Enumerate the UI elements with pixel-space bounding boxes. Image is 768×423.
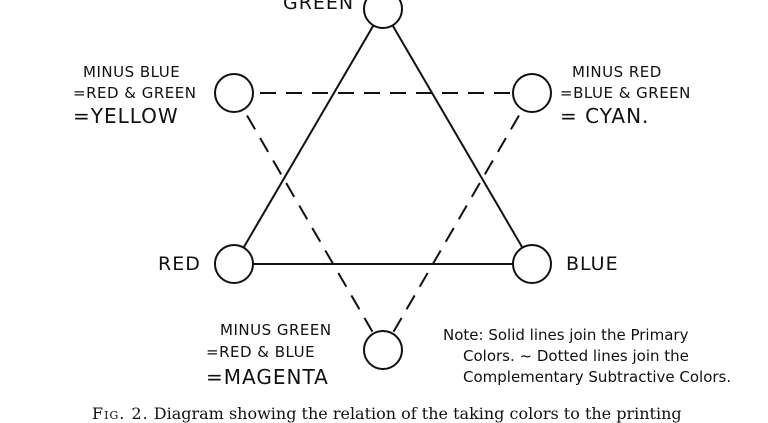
dashed-line-yellow-magenta xyxy=(233,92,384,351)
label-minus-red-eq: =BLUE & GREEN xyxy=(560,84,691,102)
node-minus-green-circle xyxy=(363,330,403,370)
label-yellow: =YELLOW xyxy=(73,104,179,128)
figure-number: Fig. 2. xyxy=(92,404,149,423)
label-cyan: = CYAN. xyxy=(560,104,650,128)
label-green: GREEN xyxy=(283,0,355,14)
figure-caption: Fig. 2. Diagram showing the relation of … xyxy=(92,404,682,423)
dashed-line-cyan-magenta xyxy=(382,92,533,351)
label-minus-green-eq: =RED & BLUE xyxy=(206,343,316,361)
solid-line-green-red xyxy=(233,8,384,265)
node-blue-circle xyxy=(512,244,552,284)
node-red-circle xyxy=(214,244,254,284)
figure-caption-text: Diagram showing the relation of the taki… xyxy=(153,404,682,423)
label-blue: BLUE xyxy=(566,253,619,275)
label-minus-green: MINUS GREEN xyxy=(220,321,332,339)
note-line-1: Note: Solid lines join the Primary xyxy=(443,326,689,344)
label-minus-red: MINUS RED xyxy=(572,63,662,81)
note-line-3: Complementary Subtractive Colors. xyxy=(463,368,732,386)
label-minus-blue-eq: =RED & GREEN xyxy=(73,84,197,102)
solid-line-green-blue xyxy=(382,8,533,265)
note-line-2: Colors. ~ Dotted lines join the xyxy=(463,347,689,365)
node-minus-blue-circle xyxy=(214,73,254,113)
label-red: RED xyxy=(158,253,201,275)
node-green-circle xyxy=(363,0,403,29)
label-magenta: =MAGENTA xyxy=(206,365,329,389)
node-minus-red-circle xyxy=(512,73,552,113)
label-minus-blue: MINUS BLUE xyxy=(83,63,181,81)
